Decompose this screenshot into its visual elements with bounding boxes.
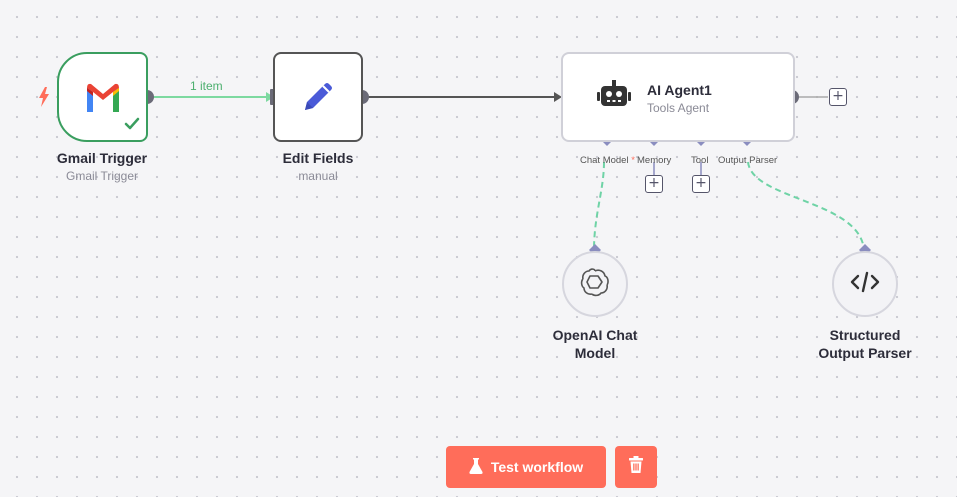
- openai-chat-title-line2: Model: [574, 345, 616, 361]
- add-tool-button[interactable]: +: [692, 175, 710, 193]
- structured-parser-title-line2: Output Parser: [818, 345, 912, 361]
- edit-fields-title: Edit Fields: [282, 150, 354, 166]
- openai-icon: [580, 267, 610, 302]
- test-workflow-label: Test workflow: [490, 459, 584, 475]
- edge-outputparser-to-parser[interactable]: [747, 161, 865, 251]
- required-star: *: [631, 155, 635, 166]
- flask-icon: [469, 457, 483, 477]
- output-parser-label: Output Parser: [718, 155, 778, 166]
- structured-parser-title: Structured Output Parser: [800, 326, 930, 362]
- structured-output-parser-node[interactable]: [832, 251, 898, 317]
- chat-model-label: Chat Model *: [580, 155, 635, 166]
- chat-model-label-text: Chat Model: [580, 155, 629, 166]
- add-memory-button[interactable]: +: [645, 175, 663, 193]
- edit-fields-subtitle: manual: [298, 169, 338, 183]
- ai-agent-node[interactable]: AI Agent1 Tools Agent: [561, 52, 795, 142]
- openai-chat-title: OpenAI Chat Model: [535, 326, 655, 362]
- test-workflow-button[interactable]: Test workflow: [446, 446, 606, 488]
- gmail-trigger-node[interactable]: [57, 52, 148, 142]
- bolt-icon: [38, 87, 50, 112]
- tool-label: Tool: [691, 155, 709, 166]
- delete-button[interactable]: [615, 446, 657, 488]
- edge-chatmodel-to-openai[interactable]: [593, 161, 605, 251]
- robot-icon: [597, 80, 631, 115]
- memory-label: Memory: [637, 155, 672, 166]
- trash-icon: [629, 456, 643, 478]
- structured-parser-title-line1: Structured: [829, 327, 901, 343]
- openai-chat-title-line1: OpenAI Chat: [552, 327, 638, 343]
- code-icon: [850, 271, 880, 298]
- pencil-icon: [275, 54, 361, 140]
- edge-arrow-edit-to-agent: [554, 92, 562, 102]
- gmail-icon: [59, 54, 146, 140]
- add-node-after-agent-button[interactable]: +: [829, 88, 847, 106]
- edit-fields-node[interactable]: [273, 52, 363, 142]
- success-check-icon: [124, 117, 140, 136]
- ai-agent-title: AI Agent1: [647, 82, 712, 98]
- edge-item-count-label: 1 item: [190, 79, 223, 93]
- openai-chat-model-node[interactable]: [562, 251, 628, 317]
- gmail-trigger-subtitle: Gmail Trigger: [65, 169, 139, 183]
- ai-agent-subtitle: Tools Agent: [647, 101, 710, 115]
- gmail-trigger-title: Gmail Trigger: [56, 150, 148, 166]
